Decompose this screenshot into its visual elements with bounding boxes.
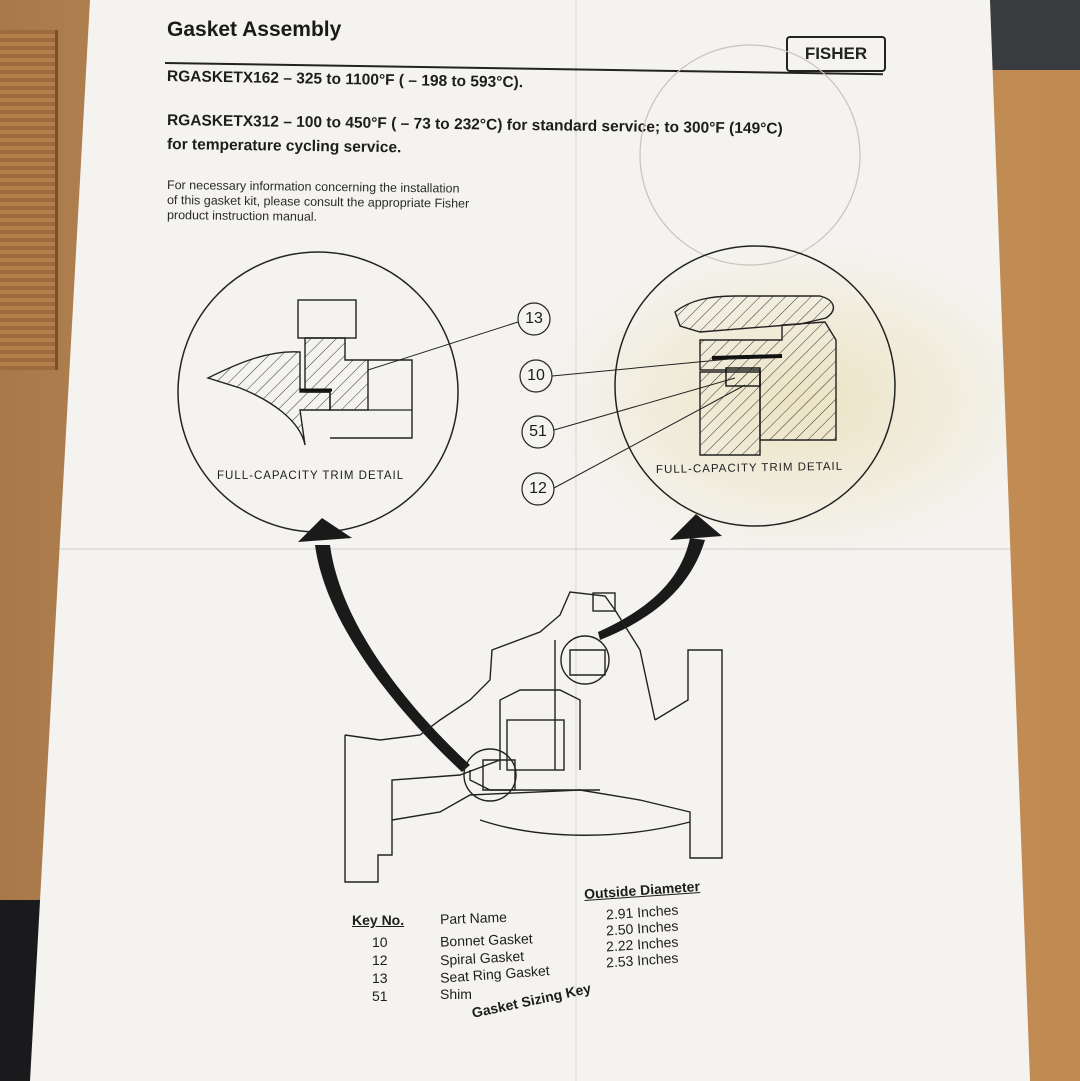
- detail-circle-left: [177, 251, 459, 533]
- callout-13: [367, 302, 551, 371]
- row-key: 13: [372, 970, 388, 986]
- detail-circle-right: [614, 245, 896, 527]
- detail-label-left: FULL-CAPACITY TRIM DETAIL: [217, 470, 405, 482]
- fold-line-vertical: [575, 0, 577, 1081]
- arrow-left-head: [298, 518, 352, 542]
- row-key: 51: [372, 988, 388, 1004]
- row-key: 12: [372, 952, 388, 968]
- callout-51: [521, 377, 736, 449]
- callout-12: [521, 384, 746, 506]
- arrow-left-shaft: [315, 545, 470, 772]
- callout-label-13: 13: [525, 310, 543, 327]
- instruction-sheet: [30, 0, 1030, 1081]
- pencil-sketch: [639, 44, 861, 266]
- fold-line-horizontal: [60, 548, 1030, 550]
- fisher-logo: FISHER: [786, 36, 886, 72]
- cardboard-box: [0, 30, 58, 370]
- arrow-right-shaft: [598, 538, 705, 640]
- row-part: Bonnet Gasket: [439, 930, 533, 950]
- row-part: Shim: [440, 986, 472, 1002]
- callout-label-51: 51: [529, 423, 547, 440]
- row-key: 10: [372, 934, 388, 950]
- callout-label-10: 10: [527, 367, 545, 384]
- col-header-part: Part Name: [439, 908, 508, 928]
- arrow-right-head: [670, 514, 722, 540]
- col-header-key: Key No.: [352, 912, 405, 928]
- callout-label-12: 12: [529, 480, 547, 497]
- sheet-title: Gasket Assembly: [167, 18, 342, 41]
- valve-body: [344, 591, 723, 883]
- callout-10: [519, 357, 741, 393]
